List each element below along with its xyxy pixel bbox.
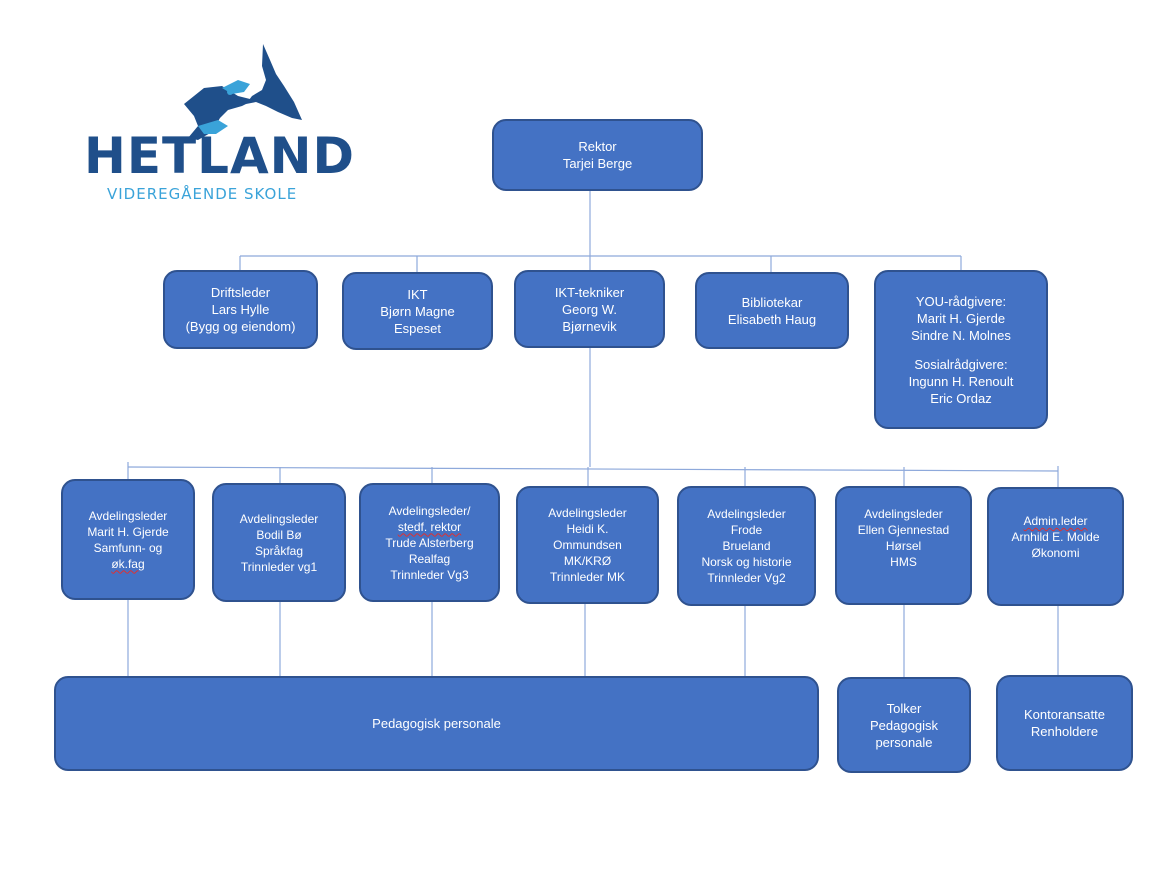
person-name: Frode <box>730 523 763 537</box>
person-name: Bodil Bø <box>256 527 302 542</box>
area-label: øk.fag <box>111 556 145 571</box>
group-label: YOU-rådgivere: <box>915 293 1007 309</box>
group-label: Sosialrådgivere: <box>914 356 1008 372</box>
role-label: IKT-tekniker <box>554 285 625 300</box>
department-box[interactable]: Avdelingsleder Ellen Gjennestad Hørsel H… <box>835 486 972 605</box>
role-label: Bibliotekar <box>741 294 803 310</box>
area-label: (Bygg og eiendom) <box>185 319 296 334</box>
person-name: Heidi K. <box>566 522 609 536</box>
area-label: Trinnleder Vg2 <box>707 571 786 585</box>
group-label: Renholdere <box>1030 724 1099 739</box>
bird-logo-icon <box>184 44 302 140</box>
person-name: Bjørnevik <box>562 319 617 334</box>
role-label: Avdelingsleder <box>864 507 943 521</box>
person-name: Ellen Gjennestad <box>857 523 950 537</box>
role-label: Avdelingsleder <box>707 507 786 521</box>
ikt-box[interactable]: IKT Bjørn Magne Espeset <box>342 272 493 350</box>
pedagogisk-personale-box[interactable]: Pedagogisk personale <box>54 676 819 771</box>
person-name: Ommundsen <box>553 538 622 552</box>
area-label: Trinnleder vg1 <box>240 559 318 574</box>
connector <box>127 466 1059 472</box>
department-box[interactable]: Avdelingsleder Frode Brueland Norsk og h… <box>677 486 816 606</box>
logo-subtitle: VIDEREGÅENDE SKOLE <box>107 185 298 203</box>
role-label: Rektor <box>578 139 617 154</box>
person-name: Brueland <box>722 539 771 553</box>
logo-title: HETLAND <box>84 127 356 185</box>
kontoransatte-box[interactable]: Kontoransatte Renholdere <box>996 675 1133 771</box>
department-box[interactable]: Avdelingsleder Marit H. Gjerde Samfunn- … <box>61 479 195 600</box>
role-label: Avdelingsleder/ <box>388 503 471 518</box>
group-label: Kontoransatte <box>1024 707 1105 722</box>
rektor-box[interactable]: Rektor Tarjei Berge <box>492 119 703 191</box>
area-label: Realfag <box>408 551 451 566</box>
person-name: Bjørn Magne <box>380 303 455 319</box>
driftsleder-box[interactable]: Driftsleder Lars Hylle (Bygg og eiendom) <box>163 270 318 349</box>
person-name: Tarjei Berge <box>562 156 633 171</box>
radgivere-box[interactable]: YOU-rådgivere: Marit H. Gjerde Sindre N.… <box>874 270 1048 429</box>
department-box[interactable]: Avdelingsleder/ stedf. rektor Trude Alst… <box>359 483 500 602</box>
role-label: Driftsleder <box>210 285 271 300</box>
department-box[interactable]: Avdelingsleder Heidi K. Ommundsen MK/KRØ… <box>516 486 659 604</box>
tolker-box[interactable]: Tolker Pedagogisk personale <box>837 677 971 773</box>
person-name: Georg W. <box>562 302 617 317</box>
person-name: Sindre N. Molnes <box>911 327 1011 343</box>
area-label: Trinnleder Vg3 <box>390 567 469 582</box>
ikt-tekniker-box[interactable]: IKT-tekniker Georg W. Bjørnevik <box>514 270 665 348</box>
person-name: Elisabeth Haug <box>727 311 817 327</box>
area-label: HMS <box>890 555 917 569</box>
role-label: Avdelingsleder <box>548 506 627 520</box>
area-label: Hørsel <box>885 539 922 553</box>
area-label: MK/KRØ <box>563 554 612 568</box>
department-box[interactable]: Avdelingsleder Bodil Bø Språkfag Trinnle… <box>212 483 346 602</box>
role-label: Avdelingsleder <box>239 511 319 526</box>
role-label: stedf. rektor <box>397 519 462 534</box>
role-label: Admin.leder <box>1023 514 1088 528</box>
person-name: Arnhild E. Molde <box>1011 530 1100 544</box>
person-name: Eric Ordaz <box>930 390 992 406</box>
person-name: Trude Alsterberg <box>385 535 474 550</box>
area-label: Trinnleder MK <box>550 570 625 584</box>
person-name: Marit H. Gjerde <box>87 524 169 539</box>
area-label: Økonomi <box>1031 546 1080 560</box>
person-name: Ingunn H. Renoult <box>908 373 1014 389</box>
admin-box[interactable]: Admin.leder Arnhild E. Molde Økonomi <box>987 487 1124 606</box>
group-label: personale <box>875 734 933 750</box>
bibliotekar-box[interactable]: Bibliotekar Elisabeth Haug <box>695 272 849 349</box>
role-label: IKT <box>407 286 428 302</box>
area-label: Norsk og historie <box>701 555 792 569</box>
role-label: Avdelingsleder <box>88 508 168 523</box>
area-label: Språkfag <box>254 543 304 558</box>
group-label: Tolker <box>886 700 922 716</box>
person-name: Lars Hylle <box>211 302 270 317</box>
area-label: Samfunn- og <box>93 540 163 555</box>
person-name: Marit H. Gjerde <box>916 310 1006 326</box>
group-label: Pedagogisk <box>870 717 938 733</box>
person-name: Espeset <box>394 320 441 336</box>
group-label: Pedagogisk personale <box>372 716 501 731</box>
